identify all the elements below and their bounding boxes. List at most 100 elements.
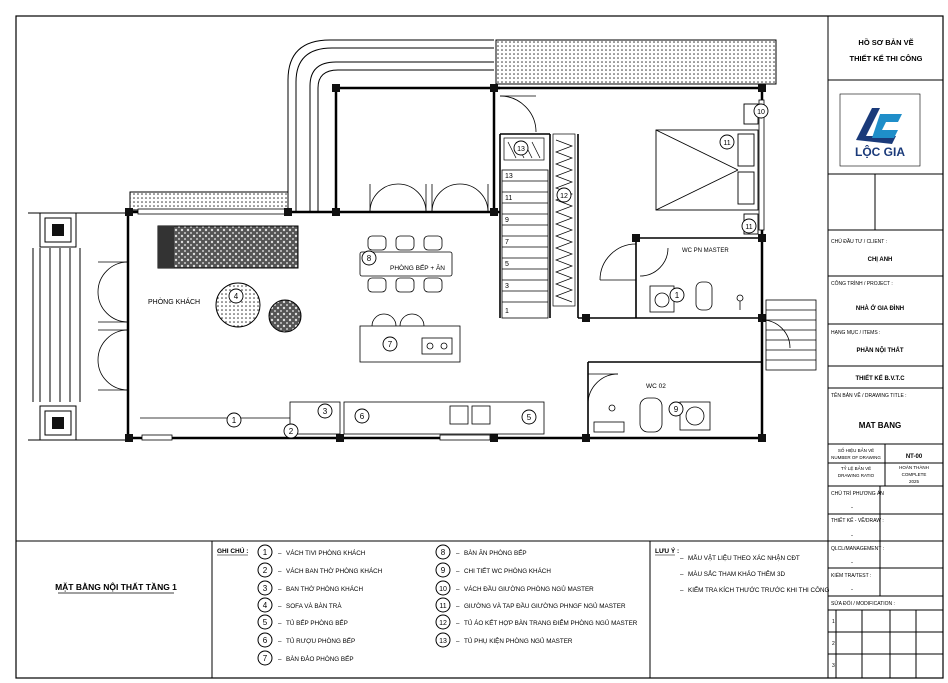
stage-value: THIẾT KẾ B.V.T.C bbox=[855, 375, 905, 382]
floor-plan: 13 11 9 7 5 3 1 bbox=[28, 39, 817, 442]
svg-text:–: – bbox=[278, 586, 282, 593]
svg-text:–: – bbox=[278, 550, 282, 557]
svg-text:7: 7 bbox=[388, 340, 393, 349]
dining-table bbox=[359, 235, 453, 293]
front-porch bbox=[28, 212, 126, 441]
svg-text:10: 10 bbox=[439, 586, 447, 593]
category-label: HẠNG MỤC / ITEMS : bbox=[831, 330, 880, 336]
tag-4: 4 bbox=[228, 288, 244, 304]
tag-7: 7 bbox=[382, 336, 398, 352]
note-item: MÀU SẮC THAM KHẢO THÊM 3D bbox=[688, 569, 785, 578]
svg-text:–: – bbox=[278, 603, 282, 610]
svg-text:–: – bbox=[456, 586, 460, 593]
master-bed bbox=[655, 103, 759, 235]
kitchen-island bbox=[359, 313, 461, 363]
stair-number: 13 bbox=[505, 173, 513, 180]
window-top bbox=[137, 208, 289, 215]
complete-label: HOÀN THÀNH bbox=[899, 464, 929, 470]
design-label: THIẾT KẾ - VẼ/DRAW : bbox=[831, 517, 884, 524]
tag-12: 12 bbox=[556, 187, 572, 203]
svg-text:TỦ BẾP PHÒNG BẾP: TỦ BẾP PHÒNG BẾP bbox=[286, 617, 348, 627]
svg-text:4: 4 bbox=[263, 601, 268, 610]
svg-text:12: 12 bbox=[439, 620, 447, 627]
room-label-wc-master: WC PN MASTER bbox=[682, 248, 729, 254]
svg-text:12: 12 bbox=[560, 193, 568, 200]
svg-text:TỦ ÁO KẾT HỢP BÀN TRANG ĐIỂM P: TỦ ÁO KẾT HỢP BÀN TRANG ĐIỂM PHÒNG NGỦ M… bbox=[464, 617, 638, 627]
modify-label: SỬA ĐỔI / MODIFICATION : bbox=[831, 600, 895, 607]
svg-text:9: 9 bbox=[674, 405, 679, 414]
svg-text:GIƯỜNG VÀ TAP ĐẦU GIƯỜNG PHNGF: GIƯỜNG VÀ TAP ĐẦU GIƯỜNG PHNGF NGỦ MASTE… bbox=[464, 600, 626, 610]
client-label: CHỦ ĐẦU TƯ / CLIENT : bbox=[831, 238, 887, 245]
svg-text:–: – bbox=[456, 620, 460, 627]
company-logo: LỘC GIA bbox=[839, 93, 921, 167]
tag-5: 5 bbox=[521, 409, 537, 425]
tag-10: 10 bbox=[753, 103, 769, 119]
column-bottom bbox=[39, 405, 77, 441]
note-item: MẪU VẬT LIỆU THEO XÁC NHẬN CĐT bbox=[688, 553, 800, 562]
stair-number: 11 bbox=[505, 195, 512, 202]
svg-text:13: 13 bbox=[517, 146, 525, 153]
front-doors bbox=[97, 261, 129, 391]
svg-text:BÀN ĂN PHÒNG BẾP: BÀN ĂN PHÒNG BẾP bbox=[464, 547, 527, 557]
complete-year: 2025 bbox=[909, 479, 920, 484]
drawing-no-value: NT-00 bbox=[906, 454, 923, 460]
svg-text:2: 2 bbox=[263, 566, 268, 575]
ratio-label: TỶ LỆ BẢN VẼ bbox=[841, 464, 871, 471]
svg-text:–: – bbox=[278, 568, 282, 575]
svg-text:VÁCH TIVI PHÒNG KHÁCH: VÁCH TIVI PHÒNG KHÁCH bbox=[286, 548, 366, 557]
svg-text:VÁCH BAN THỜ PHÒNG KHÁCH: VÁCH BAN THỜ PHÒNG KHÁCH bbox=[286, 566, 383, 575]
top-doors bbox=[369, 95, 669, 405]
planter-top-right bbox=[495, 39, 777, 85]
stair-number: 5 bbox=[505, 261, 509, 268]
tag-3: 3 bbox=[317, 403, 333, 419]
room-label-wc02: WC 02 bbox=[646, 383, 666, 390]
stair-number: 3 bbox=[505, 283, 509, 290]
svg-text:–: – bbox=[278, 656, 282, 663]
drawing-no-label: NUMBER OF DRAWING bbox=[831, 455, 881, 460]
svg-text:–: – bbox=[456, 603, 460, 610]
sheet-border bbox=[15, 15, 944, 679]
manager-label: CHỦ TRÌ PHƯƠNG ÁN bbox=[831, 490, 884, 497]
title-block: HỒ SƠ BẢN VẼ THIẾT KẾ THI CÔNG LỘC GIA C… bbox=[828, 37, 943, 678]
tag-8: 8 bbox=[361, 250, 377, 266]
modify-row: 1 bbox=[832, 619, 835, 625]
svg-text:BÀN ĐẢO PHÒNG BẾP: BÀN ĐẢO PHÒNG BẾP bbox=[286, 653, 354, 663]
item-tags: 1 2 3 4 5 6 7 8 9 10 11 11 12 13 1 bbox=[226, 103, 769, 439]
svg-text:1: 1 bbox=[263, 548, 268, 557]
tag-11a: 11 bbox=[719, 134, 735, 150]
notes-heading: LƯU Ý : bbox=[655, 546, 679, 555]
svg-text:–: – bbox=[278, 620, 282, 627]
header-line1: HỒ SƠ BẢN VẼ bbox=[858, 37, 913, 47]
staircase bbox=[501, 169, 549, 319]
drawing-title-value: MAT BANG bbox=[859, 421, 902, 430]
svg-text:CHI TIẾT WC PHÒNG KHÁCH: CHI TIẾT WC PHÒNG KHÁCH bbox=[464, 565, 551, 575]
svg-text:8: 8 bbox=[441, 548, 446, 557]
column-top bbox=[39, 212, 77, 248]
window-bottom-left bbox=[141, 434, 173, 441]
window-bottom-mid bbox=[439, 434, 491, 441]
drawing-no-label: SỐ HIỆU BẢN VẼ bbox=[838, 446, 874, 453]
svg-text:–: – bbox=[680, 555, 684, 562]
stair-number: 9 bbox=[505, 217, 509, 224]
qa-value: - bbox=[851, 560, 853, 566]
stair-number: 1 bbox=[505, 308, 509, 315]
tag-9: 9 bbox=[668, 401, 684, 417]
drawing-title-label: TÊN BẢN VẼ / DRAWING TITLE : bbox=[831, 391, 907, 399]
ratio-label: DRAWING RATIO bbox=[838, 473, 875, 478]
room-label-living: PHÒNG KHÁCH bbox=[148, 297, 200, 306]
legend-heading: GHI CHÚ : bbox=[217, 546, 248, 555]
svg-text:6: 6 bbox=[360, 412, 365, 421]
curved-railing bbox=[287, 39, 494, 212]
svg-text:–: – bbox=[456, 550, 460, 557]
design-value: - bbox=[851, 533, 853, 539]
svg-text:–: – bbox=[680, 571, 684, 578]
sofa bbox=[157, 225, 299, 269]
tag-1: 1 bbox=[226, 412, 242, 428]
wardrobe bbox=[552, 133, 576, 307]
svg-text:3: 3 bbox=[263, 584, 268, 593]
svg-text:7: 7 bbox=[263, 654, 268, 663]
svg-text:3: 3 bbox=[323, 407, 328, 416]
client-value: CHỊ ANH bbox=[868, 257, 893, 263]
header-line2: THIẾT KẾ THI CÔNG bbox=[850, 53, 923, 63]
modify-row: 3 bbox=[832, 663, 835, 669]
